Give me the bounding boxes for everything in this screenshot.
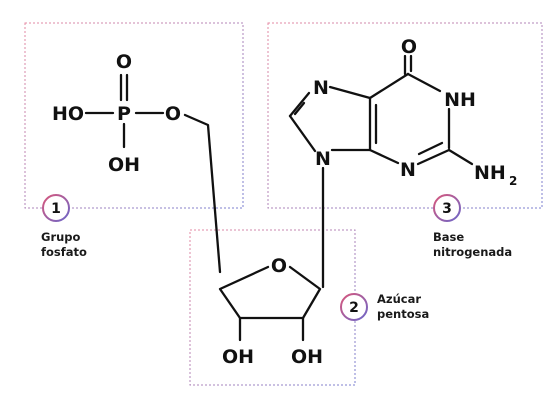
phosphate-ester-oxygen: O: [165, 103, 181, 125]
pentose-sugar: O OH OH: [218, 255, 323, 368]
sugar-hydroxyl-left: OH: [222, 346, 254, 368]
sugar-group-frame: [189, 229, 356, 386]
n7-c5-bond: [328, 85, 372, 100]
base-badge-number: 3: [442, 201, 452, 217]
c6-n1-bond: [406, 72, 442, 93]
base-label-line-1: Base: [433, 230, 464, 244]
n3-c4-bond: [368, 148, 400, 165]
sugar-hydroxyl-right: OH: [291, 346, 323, 368]
phosphate-group-frame: [24, 22, 244, 209]
base-n1-nh: NH: [444, 89, 476, 111]
phosphate-label-line-1: Grupo: [41, 230, 81, 244]
base-amine-nh: NH: [474, 162, 506, 184]
base-group-frame: [267, 22, 543, 209]
phosphate-label-line-2: fosfato: [41, 245, 87, 259]
phosphate-oxo-oxygen: O: [116, 51, 132, 73]
sugar-badge-number: 2: [349, 300, 359, 316]
base-n7-nitrogen: N: [313, 77, 329, 99]
base-amine-subscript: 2: [509, 174, 517, 188]
c5-c6-bond: [368, 72, 410, 100]
phosphate-badge: 1: [42, 194, 70, 222]
c2-n3-bond: [416, 148, 451, 166]
phosphate-hydroxyl-left: HO: [52, 103, 84, 125]
c2-nh2-bond: [447, 148, 474, 166]
base-badge: 3: [433, 194, 461, 222]
base-carbonyl-oxygen: O: [401, 36, 417, 58]
phosphate-hydroxyl-bottom: OH: [108, 154, 140, 176]
sugar-label-line-1: Azúcar: [377, 292, 421, 306]
sugar-ring-bonds: [218, 265, 322, 320]
n7-c8-double-bond: [293, 101, 306, 116]
base-label-line-2: nitrogenada: [433, 245, 512, 259]
phosphate-badge-number: 1: [51, 201, 61, 217]
c8-n9-bond: [288, 114, 317, 153]
base-n9-nitrogen: N: [315, 148, 331, 170]
sugar-ring-oxygen: O: [271, 255, 287, 277]
phosphorus-atom: P: [117, 103, 131, 125]
sugar-badge: 2: [340, 293, 368, 321]
phosphate-group: O HO P O OH: [52, 51, 181, 176]
base-n3-nitrogen: N: [400, 159, 416, 181]
guanine-base: O N NH N N NH 2: [288, 36, 517, 188]
c2-n3-double-bond: [417, 141, 444, 156]
sugar-label-line-2: pentosa: [377, 307, 429, 321]
n7-c8-bond: [288, 91, 311, 118]
phosphate-sugar-link: [183, 113, 222, 274]
